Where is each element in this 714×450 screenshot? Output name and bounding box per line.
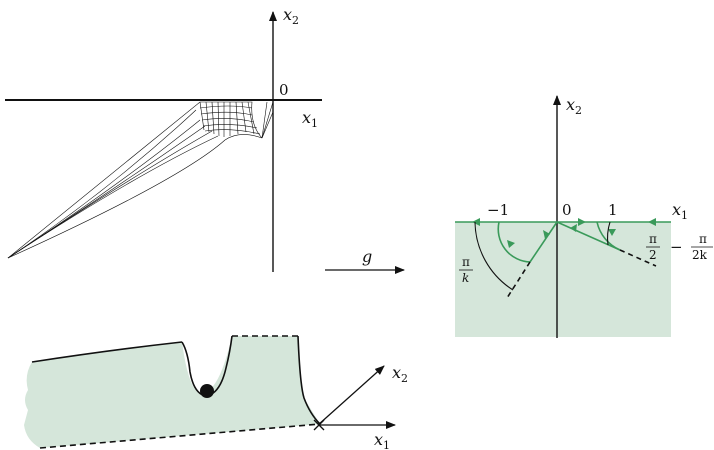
bottom-origin-cross: [313, 419, 325, 431]
top-left-y-axis-label: x2: [283, 5, 299, 27]
bottom-x1-label: x1: [374, 430, 390, 450]
right-y-axis-label: x2: [566, 95, 582, 117]
bottom-x2-axis: [317, 365, 385, 426]
right-lower-half-plane: [455, 222, 671, 337]
tick-pos-one: 1: [608, 201, 618, 219]
svg-text:2: 2: [649, 248, 657, 262]
right-panel: 0 −1 1 x1 x2 π k π 2 − π 2k: [455, 95, 713, 338]
angle-arc-left: [474, 221, 514, 291]
right-ray-dashed: [619, 249, 657, 267]
green-direction-arrows: [472, 218, 656, 248]
angle-label-pi-over-k: π k: [459, 255, 473, 285]
right-x-axis-label: x1: [672, 200, 688, 222]
bottom-x2-label: x2: [392, 363, 408, 385]
green-boundary: [455, 221, 671, 263]
map-g: g: [325, 247, 405, 274]
right-origin-label: 0: [562, 201, 572, 219]
svg-text:−: −: [670, 238, 683, 256]
angle-label-pi-half-minus-pi-2k: π 2 − π 2k: [646, 232, 713, 262]
bottom-right-boundary: [297, 335, 321, 425]
svg-text:k: k: [462, 271, 469, 285]
bottom-top-boundary: [31, 341, 183, 363]
svg-text:π: π: [649, 232, 657, 246]
bottom-dashed-bottom: [39, 423, 321, 449]
top-left-origin-label: 0: [279, 81, 289, 99]
angle-arc-right: [606, 221, 611, 246]
map-label: g: [362, 247, 372, 266]
mesh-surface: [7, 101, 274, 259]
top-left-x-axis-label: x1: [302, 108, 318, 130]
bottom-panel: x1 x2: [24, 335, 408, 450]
top-left-panel: 0 x1 x2: [5, 5, 322, 272]
svg-text:2k: 2k: [692, 248, 708, 262]
left-ray-dashed: [506, 261, 531, 299]
tick-neg-one: −1: [487, 201, 509, 219]
svg-text:π: π: [462, 255, 470, 269]
bottom-shaded-region: [24, 336, 320, 448]
svg-text:π: π: [699, 232, 707, 246]
bottom-singular-point: [200, 384, 214, 398]
